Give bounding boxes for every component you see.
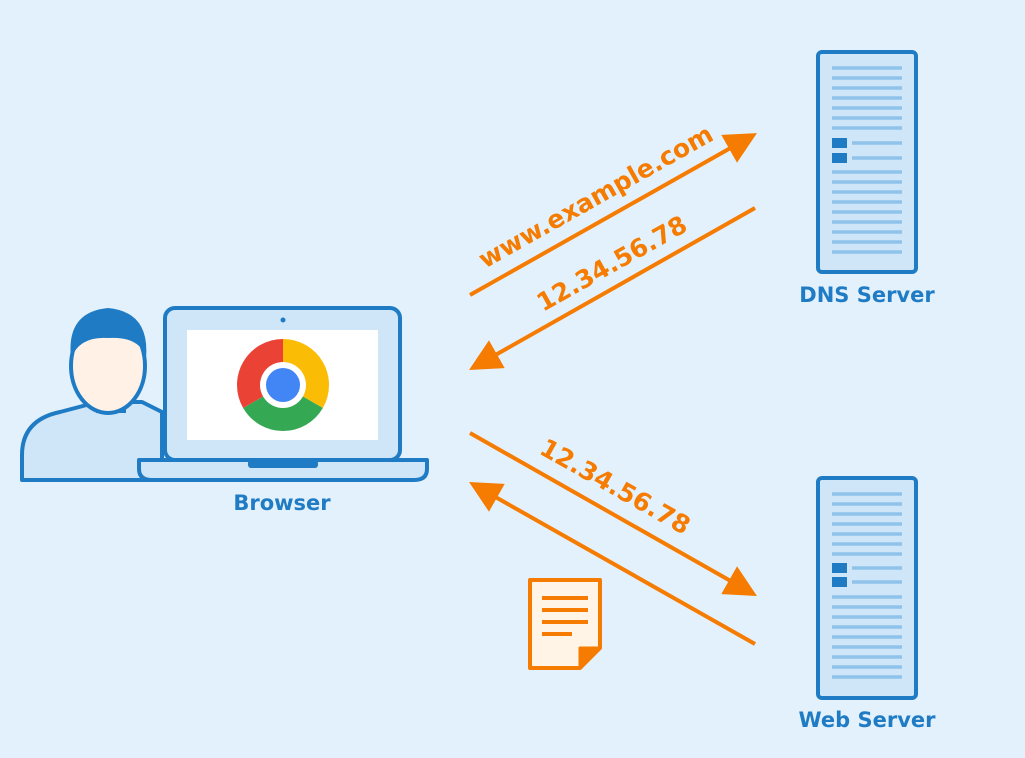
dns-request-arrow — [469, 133, 757, 297]
chrome-logo-icon — [236, 339, 330, 432]
dns-server-label: DNS Server — [799, 283, 935, 307]
laptop-icon — [137, 306, 429, 482]
dns-response-arrow — [469, 206, 756, 370]
dns-server-icon — [816, 50, 918, 274]
web-request-label: 12.34.56.78 — [535, 433, 695, 541]
web-server-icon — [816, 476, 918, 700]
web-request-arrow — [469, 431, 757, 596]
web-response-arrow — [469, 482, 756, 646]
document-icon — [528, 578, 602, 670]
browser-label: Browser — [233, 491, 331, 515]
web-server-label: Web Server — [798, 708, 936, 732]
user-icon — [20, 308, 164, 482]
